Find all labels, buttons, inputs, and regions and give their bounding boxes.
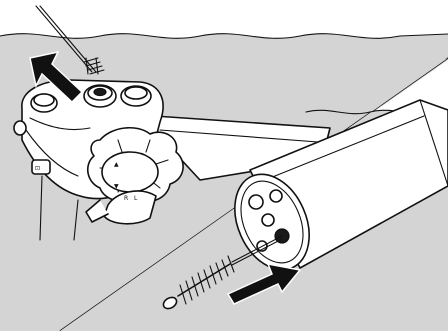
port-hole-1 (249, 195, 263, 209)
side-button-mark: ⊡ (35, 165, 40, 172)
knob-letter-r: R (124, 195, 128, 202)
knob-arrow-up: ▲ (114, 161, 119, 168)
port-hole-2 (270, 190, 282, 202)
port-hole-3 (262, 214, 274, 226)
knob-arrow-down: ▼ (114, 183, 119, 190)
angulation-knob-inner (102, 152, 158, 192)
